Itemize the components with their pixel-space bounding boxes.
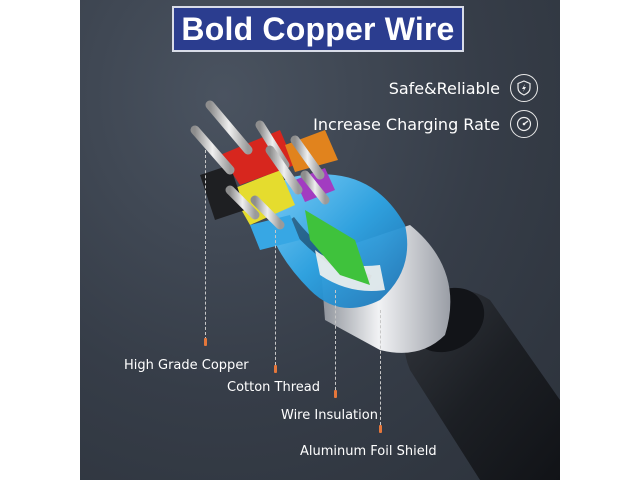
feature-label: Safe&Reliable xyxy=(388,78,500,98)
leader-dot-insulation xyxy=(334,390,337,398)
callout-high-grade-copper: High Grade Copper xyxy=(124,358,249,373)
lightning-shield-icon xyxy=(510,74,538,102)
leader-line-foil xyxy=(380,310,381,425)
title-banner: Bold Copper Wire xyxy=(172,6,464,52)
speed-gauge-icon xyxy=(510,110,538,138)
page-title: Bold Copper Wire xyxy=(181,10,455,47)
leader-line-copper xyxy=(205,150,206,340)
leader-line-insulation xyxy=(335,290,336,390)
leader-line-cotton xyxy=(275,230,276,365)
product-image-panel: Bold Copper Wire Safe&Reliable Increase … xyxy=(80,0,560,480)
feature-increase-charging-rate: Increase Charging Rate xyxy=(313,110,538,138)
leader-dot-cotton xyxy=(274,365,277,373)
feature-label: Increase Charging Rate xyxy=(313,114,500,134)
feature-safe-reliable: Safe&Reliable xyxy=(389,74,538,102)
cable-cross-section-illustration xyxy=(190,100,560,480)
leader-dot-foil xyxy=(379,425,382,433)
callout-wire-insulation: Wire Insulation xyxy=(281,408,378,423)
callout-cotton-thread: Cotton Thread xyxy=(227,380,321,395)
copper-strands xyxy=(190,100,330,230)
callout-aluminum-foil-shield: Aluminum Foil Shield xyxy=(300,444,437,459)
leader-dot-copper xyxy=(204,338,207,346)
